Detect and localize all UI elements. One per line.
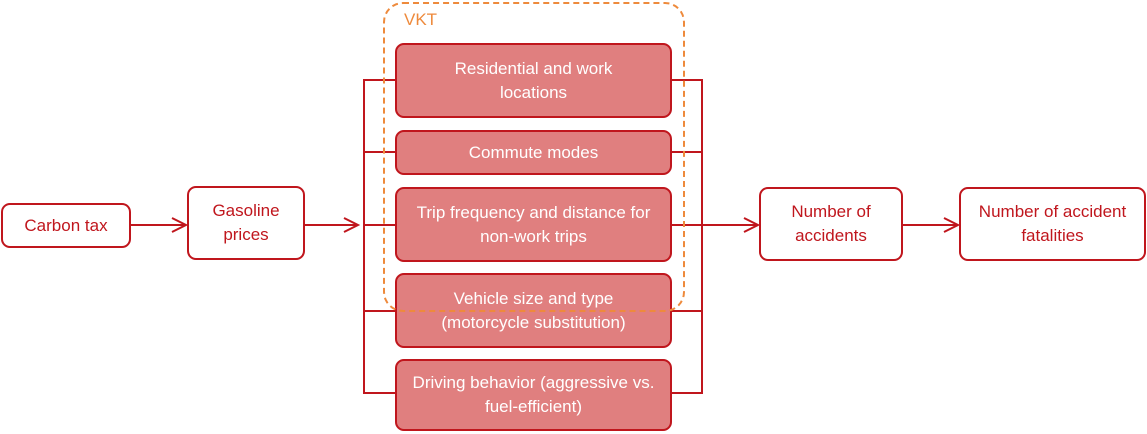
arrowhead-carbon-to-gasoline	[171, 217, 189, 233]
right-bracket	[671, 79, 703, 394]
node-carbon-tax: Carbon tax	[1, 203, 131, 248]
arrowhead-channels-to-accidents	[743, 217, 761, 233]
node-trip-frequency-distance: Trip frequency and distance for non-work…	[395, 187, 672, 262]
left-bracket	[363, 79, 396, 394]
node-vehicle-size-type: Vehicle size and type (motorcycle substi…	[395, 273, 672, 348]
node-number-of-accident-fatalities: Number of accident fatalities	[959, 187, 1146, 261]
node-number-of-accidents: Number of accidents	[759, 187, 903, 261]
vkt-group-label: VKT	[404, 10, 438, 29]
node-driving-behavior: Driving behavior (aggressive vs. fuel-ef…	[395, 359, 672, 431]
node-residential-work-locations: Residential and work locations	[395, 43, 672, 118]
node-gasoline-prices: Gasoline prices	[187, 186, 305, 260]
arrowhead-accidents-to-fatalities	[943, 217, 961, 233]
node-commute-modes: Commute modes	[395, 130, 672, 175]
arrowhead-gasoline-to-channels	[343, 217, 361, 233]
